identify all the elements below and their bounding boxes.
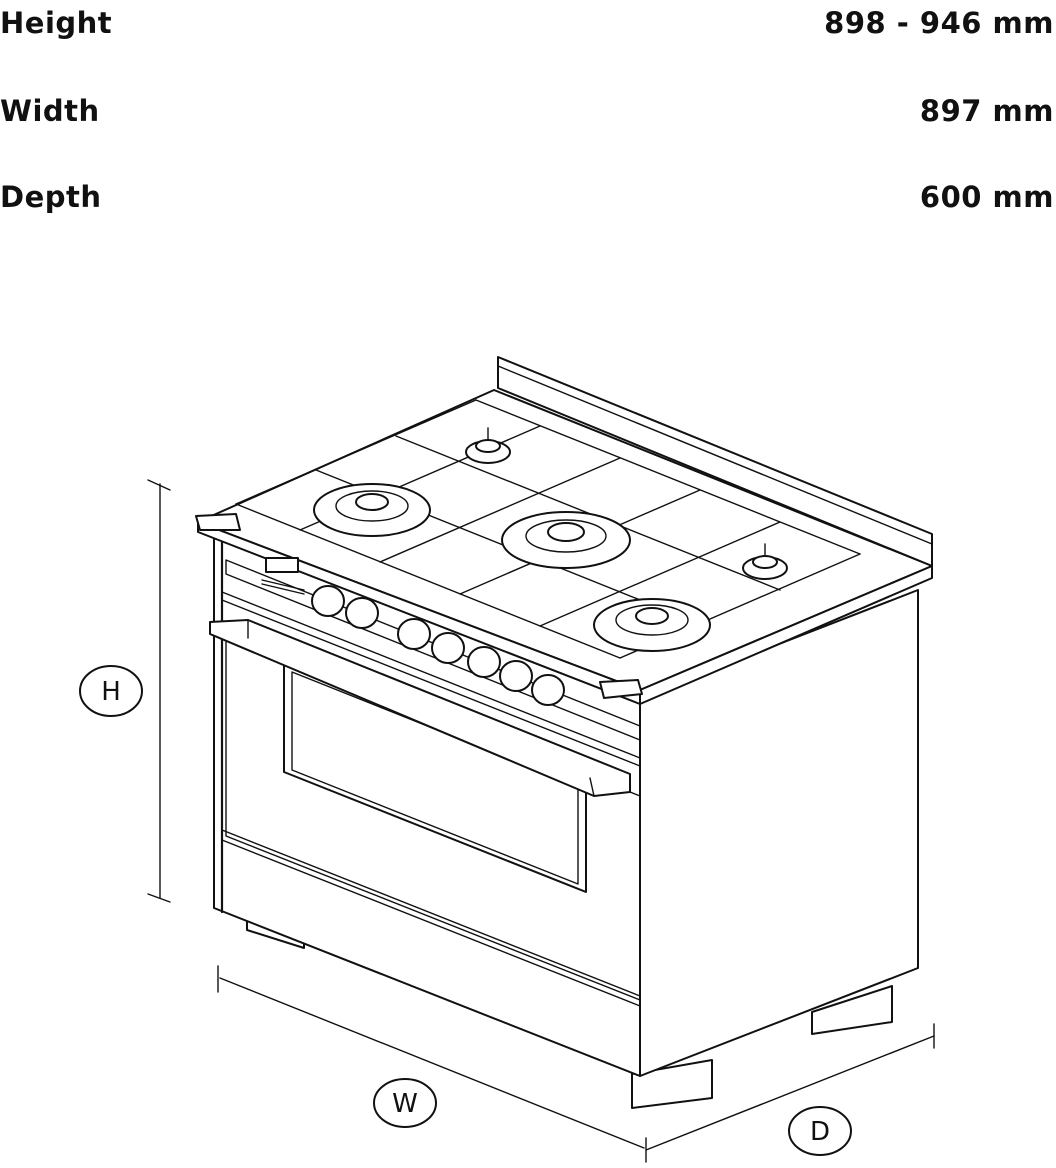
spec-label-depth: Depth <box>0 180 102 214</box>
depth-marker-circle <box>788 1106 852 1156</box>
spec-row-height: Height 898 - 946 mm <box>0 6 1056 46</box>
burner-rear-right <box>742 543 788 580</box>
width-marker-label: W <box>392 1089 418 1119</box>
door-handle <box>209 619 631 797</box>
spec-value-width: 897 mm <box>919 94 1054 128</box>
depth-marker-label: D <box>810 1117 830 1147</box>
spec-row-depth: Depth 600 mm <box>0 180 1056 220</box>
control-knobs <box>311 585 565 706</box>
height-dimension: H <box>79 479 171 903</box>
knob-1[interactable] <box>311 585 345 617</box>
spec-label-width: Width <box>0 94 100 128</box>
burner-front-left <box>313 483 431 537</box>
height-marker-circle <box>79 665 143 717</box>
knob-7[interactable] <box>531 674 565 706</box>
burner-center-wok <box>501 511 631 569</box>
burner-rear-left <box>465 427 511 464</box>
knob-2[interactable] <box>345 597 379 629</box>
spec-label-height: Height <box>0 6 113 40</box>
knob-3[interactable] <box>397 618 431 650</box>
knob-6[interactable] <box>499 660 533 692</box>
burner-front-right <box>593 598 711 652</box>
spec-value-height: 898 - 946 mm <box>824 6 1054 40</box>
depth-dimension: D <box>645 1023 935 1156</box>
spec-row-width: Width 897 mm <box>0 94 1056 134</box>
height-marker-label: H <box>101 677 121 707</box>
spec-value-depth: 600 mm <box>919 180 1054 214</box>
knob-4[interactable] <box>431 632 465 664</box>
knob-5[interactable] <box>467 646 501 678</box>
width-marker-circle <box>373 1078 437 1128</box>
burners <box>313 427 788 652</box>
display-window <box>265 557 299 573</box>
